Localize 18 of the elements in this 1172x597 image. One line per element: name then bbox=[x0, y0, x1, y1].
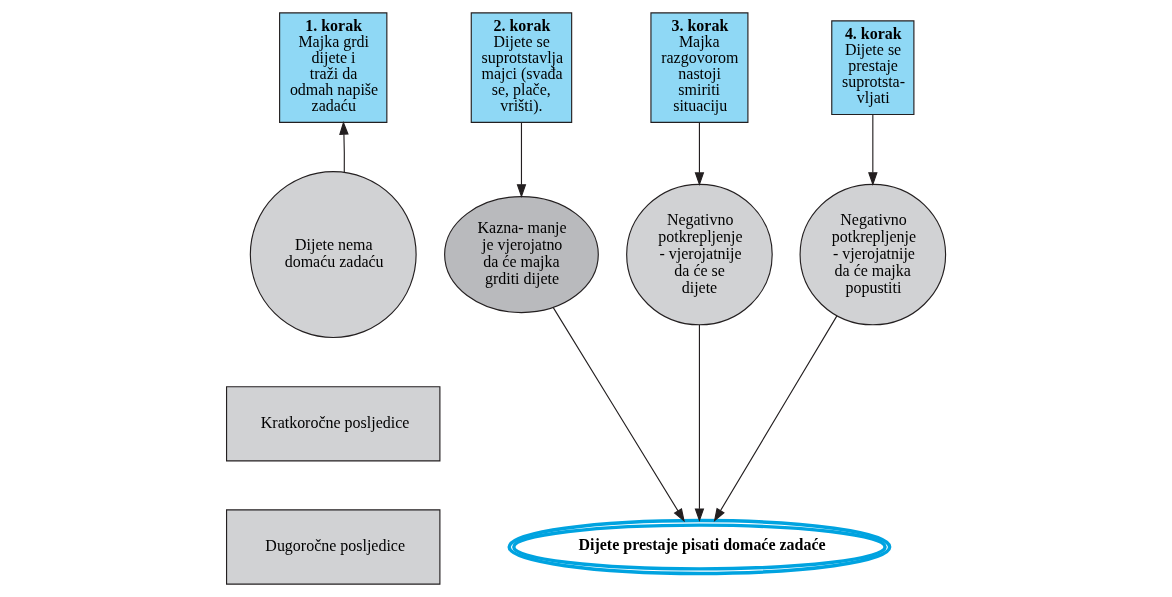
arrow bbox=[552, 307, 685, 523]
arrow bbox=[339, 121, 349, 173]
arrow bbox=[694, 324, 705, 523]
node-box: Kratkoročne posljedice bbox=[226, 386, 441, 462]
node-circle: Dijete nema domaću zadaću bbox=[249, 171, 417, 339]
arrow bbox=[868, 113, 878, 186]
node-box: 2. korak Dijete se suprotstavlja majci (svađa se, plače, vrišti). bbox=[470, 12, 573, 123]
node-box: 3. korak Majka razgovorom nastoji smiriti situaciju bbox=[650, 12, 749, 123]
node-ellipse: Kazna- manje je vjerojatno da će majka grditi dijete bbox=[444, 196, 599, 314]
arrow bbox=[713, 315, 838, 522]
node-box: Dugoročne posljedice bbox=[226, 509, 441, 585]
node-circle: Negativno potkrepljenje - vjerojatnije da će se dijete bbox=[626, 183, 773, 326]
node-ellipse: Dijete prestaje pisati domaće zadaće bbox=[507, 518, 892, 576]
node-box: 4. korak Dijete se prestaje suprotsta- vljati bbox=[831, 20, 915, 115]
arrow bbox=[516, 122, 527, 198]
arrow bbox=[694, 122, 705, 187]
node-box: 1. korak Majka grdi dijete i traži da odmah napiše zadaću bbox=[279, 12, 388, 123]
node-circle: Negativno potkrepljenje - vjerojatnije da će majka popustiti bbox=[799, 183, 947, 326]
